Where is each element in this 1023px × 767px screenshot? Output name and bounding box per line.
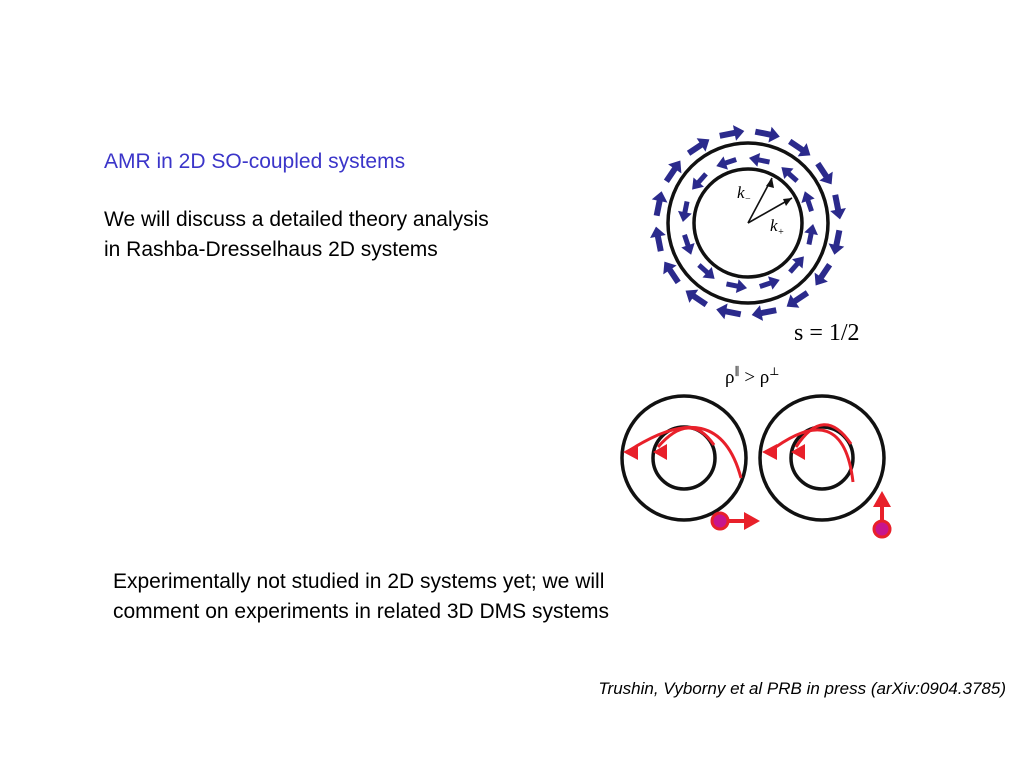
inner-circle-right (789, 425, 855, 491)
spin-arrow-outer-head (814, 272, 828, 286)
k-minus-arrowhead (766, 178, 774, 188)
spin-arrow-outer-head (651, 191, 668, 203)
spin-arrow-inner-head (678, 210, 692, 223)
spin-arrow-inner-shaft (697, 263, 710, 275)
arrowhead-left-outer (623, 444, 638, 460)
slide-title: AMR in 2D SO-coupled systems (104, 150, 406, 173)
rho-relation: ρ∥ > ρ⊥ (725, 365, 780, 388)
spin-arrow-outer-head (696, 138, 710, 152)
spin-arrow-inner-head (716, 156, 728, 170)
intro-line-1: We will discuss a detailed theory analys… (104, 208, 489, 231)
spin-texture-diagram: k− k+ s = 1/2 (650, 125, 860, 346)
spin-arrow-outer-shaft (815, 161, 830, 179)
spin-arrow-inner-shaft (805, 199, 814, 212)
k-plus-arrowhead (783, 198, 792, 206)
spin-arrow-inner-head (681, 243, 695, 255)
spin-arrow-inner-shaft (759, 280, 772, 289)
spin-arrow-outer-shaft (666, 267, 681, 285)
spin-arrow-inner-shaft (757, 157, 771, 165)
spin-arrow-inner-head (768, 276, 780, 290)
spin-arrow-outer-shaft (724, 308, 742, 318)
outer-circle-left (620, 394, 748, 522)
spin-label: s = 1/2 (794, 320, 860, 346)
spin-arrow-outer-shaft (653, 199, 663, 217)
spin-arrow-inner-head (702, 267, 715, 279)
experiment-line-1: Experimentally not studied in 2D systems… (113, 570, 605, 593)
inner-spin-arrows (678, 153, 818, 293)
spin-arrow-outer-shaft (654, 234, 664, 252)
spin-arrow-outer-shaft (754, 128, 772, 138)
spin-arrow-outer-head (797, 143, 811, 157)
arrowhead-left-inner (653, 444, 667, 460)
spin-arrow-inner-shaft (724, 157, 737, 166)
spin-arrow-inner-shaft (806, 232, 814, 246)
spin-arrow-inner-shaft (786, 171, 799, 183)
spin-arrow-inner-shaft (682, 200, 690, 214)
spin-arrow-outer-head (663, 261, 677, 275)
spin-arrow-outer-shaft (818, 263, 833, 280)
scattering-path-left (626, 425, 743, 479)
scattering-diagram-parallel (620, 394, 760, 531)
spin-arrow-inner-head (804, 223, 818, 236)
magnetization-arrowhead-y (873, 491, 891, 507)
scattering-path-right-inner (794, 423, 853, 448)
arrowhead-right-inner (791, 444, 805, 460)
outer-spin-arrows (650, 125, 846, 321)
spin-arrow-inner-shaft (682, 234, 691, 247)
intro-paragraph: We will discuss a detailed theory analys… (104, 205, 489, 265)
spin-arrow-inner-head (781, 167, 794, 179)
spin-arrow-outer-head (830, 207, 846, 220)
magnetization-arrowhead-x (744, 512, 760, 530)
spin-arrow-outer-shaft (759, 307, 777, 317)
spin-arrow-inner-head (748, 153, 761, 167)
spin-arrow-outer-shaft (832, 194, 842, 212)
spin-arrow-outer-shaft (719, 129, 737, 139)
experiment-paragraph: Experimentally not studied in 2D systems… (113, 567, 609, 627)
spin-arrow-outer-head (668, 160, 682, 174)
spin-arrow-inner-head (801, 191, 815, 203)
spin-arrow-outer-head (819, 171, 833, 185)
spin-arrow-inner-shaft (696, 172, 708, 185)
spin-arrow-outer-head (685, 289, 699, 303)
spin-arrow-outer-shaft (686, 141, 704, 156)
scattering-path-right (768, 428, 855, 483)
magnetization-dot-right (872, 519, 892, 539)
experiment-line-2: comment on experiments in related 3D DMS… (113, 600, 610, 623)
spin-arrow-outer-shaft (792, 290, 810, 305)
spin-arrow-outer-head (768, 126, 780, 143)
k-minus-label: k− (737, 183, 751, 205)
spin-arrow-inner-head (735, 279, 748, 293)
spin-arrow-outer-head (716, 303, 728, 320)
spin-arrow-outer-shaft (833, 229, 843, 247)
spin-arrow-outer-head (751, 305, 764, 321)
spin-arrow-outer-head (650, 226, 666, 239)
spin-arrow-outer-shaft (788, 138, 805, 153)
citation: Trushin, Vyborny et al PRB in press (arX… (598, 679, 1006, 698)
spin-arrow-inner-shaft (725, 281, 739, 289)
spin-arrow-outer-head (732, 125, 745, 141)
intro-line-2: in Rashba-Dresselhaus 2D systems (104, 238, 438, 261)
scattering-diagram-perpendicular (758, 394, 892, 539)
spin-arrow-inner-head (792, 256, 804, 269)
spin-arrow-inner-shaft (788, 261, 800, 274)
arrowhead-right-outer (762, 444, 777, 460)
spin-arrow-outer-head (828, 243, 845, 255)
inner-fermi-circle (692, 167, 804, 279)
scattering-path-left-inner (656, 426, 716, 448)
spin-arrow-outer-shaft (691, 293, 708, 308)
k-plus-label: k+ (770, 216, 784, 238)
spin-arrow-inner-head (692, 177, 704, 190)
outer-circle-right (758, 394, 886, 522)
outer-fermi-circle (666, 141, 830, 305)
magnetization-dot-left (710, 511, 730, 531)
spin-arrow-outer-shaft (663, 166, 678, 183)
spin-arrow-outer-head (786, 294, 800, 308)
